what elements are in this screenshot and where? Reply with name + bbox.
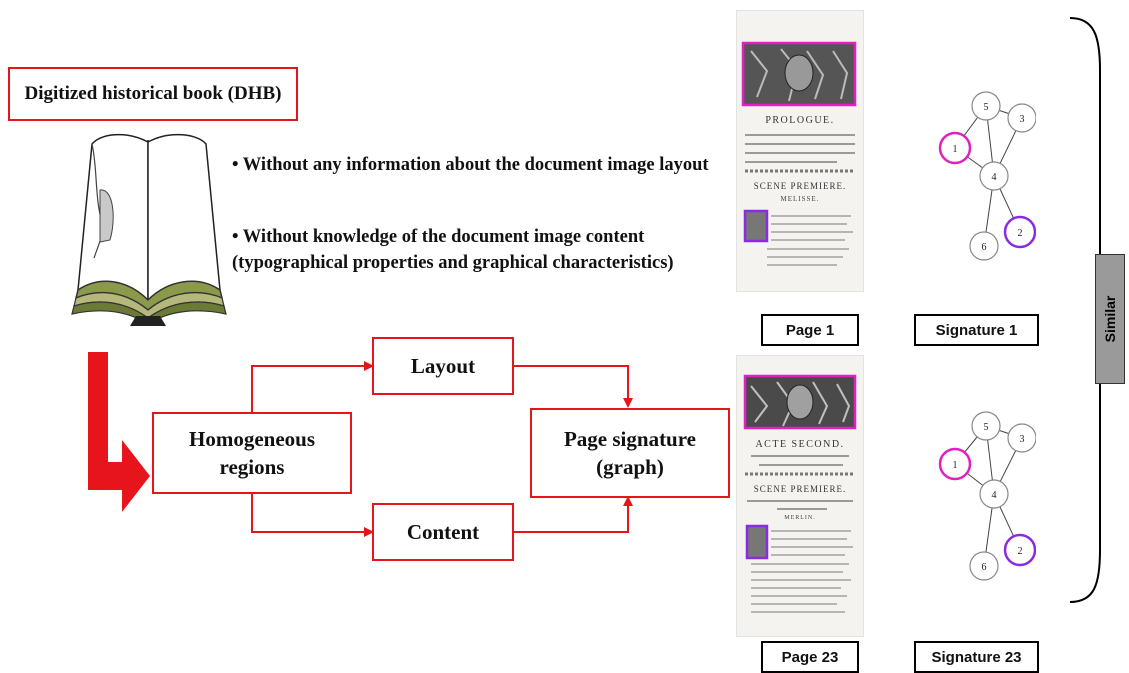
page-23-image: ACTE SECOND. SCENE PREMIERE. MERLIN. — [736, 355, 864, 637]
page-signature-box: Page signature (graph) — [530, 408, 730, 498]
content-label: Content — [406, 520, 480, 544]
homogeneous-line2: regions — [219, 455, 285, 479]
page-23-character: MERLIN. — [784, 515, 816, 521]
bullet-layout: • Without any information about the docu… — [232, 155, 709, 175]
open-book-icon — [71, 133, 227, 326]
page-1-scene: SCENE PREMIERE. — [754, 181, 847, 191]
page-1-label-box: Page 1 — [761, 314, 859, 346]
sig1-node-2: 2 — [1018, 228, 1023, 239]
signature-23-label: Signature 23 — [931, 648, 1022, 666]
page-1-label: Page 1 — [785, 321, 835, 339]
page-1-heading: PROLOGUE. — [765, 115, 834, 126]
content-box: Content — [372, 503, 514, 561]
sig1-node-3: 3 — [1020, 114, 1025, 125]
sig1-node-1: 1 — [953, 144, 958, 155]
sig23-node-1: 1 — [953, 460, 958, 471]
page-1-character: MELISSE. — [781, 195, 820, 203]
signature-1-label: Signature 1 — [935, 321, 1018, 339]
sig1-node-5: 5 — [984, 102, 989, 113]
page-signature-line2: (graph) — [596, 455, 664, 479]
page-signature-line1: Page signature — [563, 427, 697, 451]
sig1-node-4: 4 — [992, 172, 997, 183]
sig23-node-4: 4 — [992, 490, 997, 501]
homogeneous-regions-box: Homogeneous regions — [152, 412, 352, 494]
sig23-node-6: 6 — [982, 562, 987, 573]
signature-1-label-box: Signature 1 — [914, 314, 1039, 346]
bullet-content-line2: (typographical properties and graphical … — [232, 253, 674, 273]
signature-23-label-box: Signature 23 — [914, 641, 1039, 673]
signature-1-graph: 5 3 1 4 2 6 — [938, 91, 1036, 261]
layout-box: Layout — [372, 337, 514, 395]
page-23-heading: ACTE SECOND. — [755, 439, 844, 450]
sig23-node-5: 5 — [984, 422, 989, 433]
big-red-arrow — [88, 352, 150, 512]
sig23-node-3: 3 — [1020, 434, 1025, 445]
dhb-title: Digitized historical book (DHB) — [24, 83, 282, 104]
layout-label: Layout — [410, 354, 476, 378]
signature-23-graph: 5 3 1 4 2 6 — [938, 411, 1036, 581]
page-23-scene: SCENE PREMIERE. — [754, 484, 847, 494]
similar-label: Similar — [1102, 295, 1118, 343]
sig1-node-6: 6 — [982, 242, 987, 253]
dhb-title-box: Digitized historical book (DHB) — [8, 67, 298, 121]
page-23-label: Page 23 — [781, 648, 839, 666]
bullet-content-line1: • Without knowledge of the document imag… — [232, 227, 645, 247]
page-1-image: PROLOGUE. SCENE PREMIERE. MELISSE. — [736, 10, 864, 292]
sig23-node-2: 2 — [1018, 546, 1023, 557]
page-23-label-box: Page 23 — [761, 641, 859, 673]
similar-tag: Similar — [1095, 254, 1125, 384]
homogeneous-line1: Homogeneous — [189, 427, 315, 451]
